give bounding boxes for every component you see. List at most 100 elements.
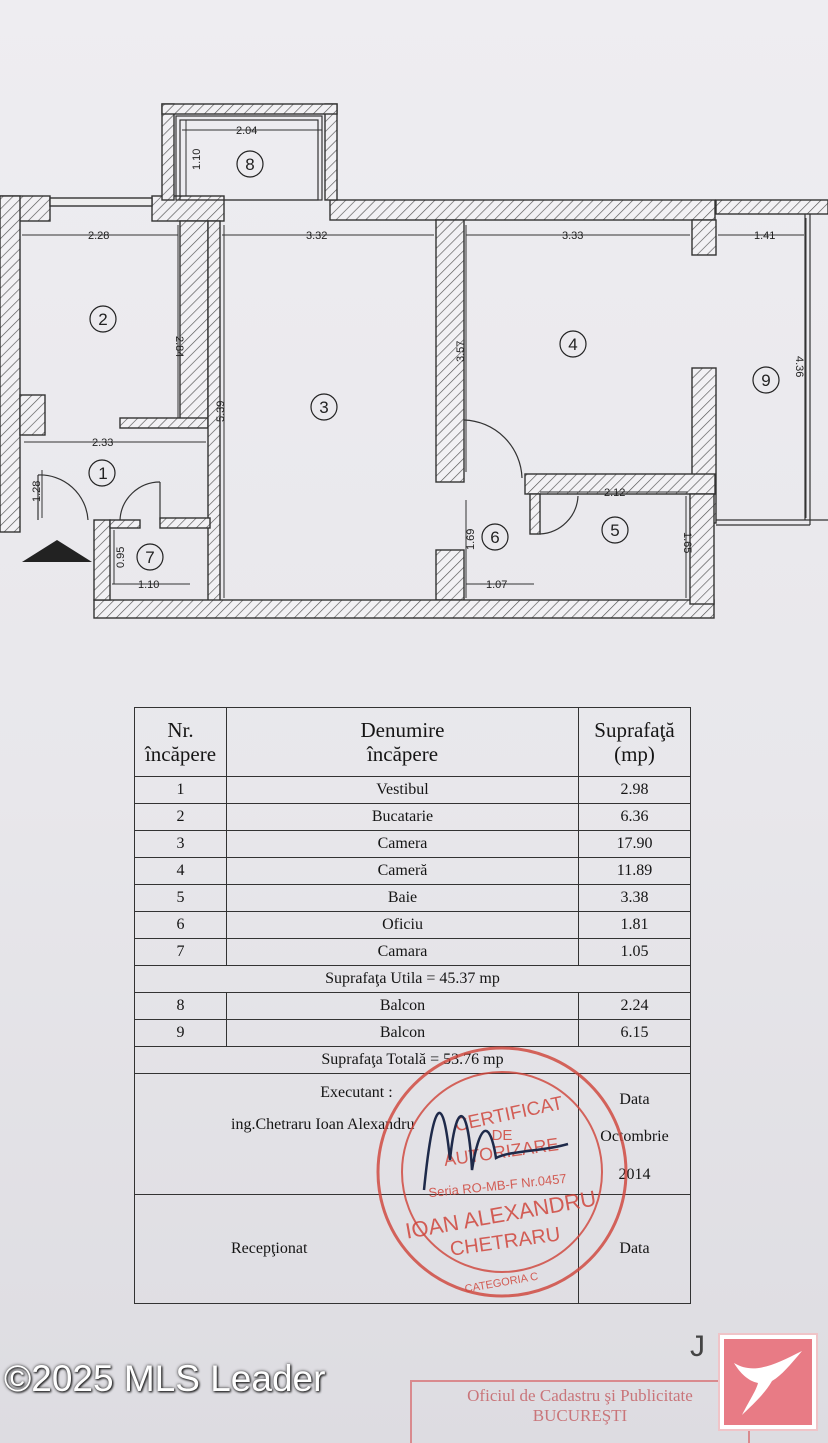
cell-nr: 5 [134, 884, 227, 912]
executant-label: Executant : [320, 1084, 393, 1101]
cell-name: Camara [226, 938, 579, 966]
cell-name: Balcon [226, 1019, 579, 1047]
cell-nr: 9 [134, 1019, 227, 1047]
entrance-arrow [22, 540, 92, 562]
room-number: 1 [98, 464, 107, 483]
cell-area: 1.81 [578, 911, 691, 939]
cell-area: 1.05 [578, 938, 691, 966]
header-name: Denumire încăpere [226, 707, 579, 777]
mls-logo [718, 1333, 818, 1431]
cell-area: 11.89 [578, 857, 691, 885]
executant-name: ing.Chetraru Ioan Alexandru [231, 1116, 415, 1133]
dimension-lines [22, 120, 807, 598]
room-number: 4 [568, 335, 577, 354]
cell-name: Camera [226, 830, 579, 858]
grand-total: Suprafaţa Totală = 53.76 mp [134, 1046, 691, 1074]
doors [37, 419, 579, 535]
certification-stamp: CERTIFICAT DE AUTORIZARE Seria RO-MB-F N… [372, 1040, 632, 1305]
dim-label: 1.07 [486, 579, 507, 591]
stamp-line: CATEGORIA C [464, 1271, 539, 1296]
table-header: Nr. încăpere Denumire încăpere Suprafaţă… [134, 707, 691, 777]
dim-label: 1.41 [754, 230, 775, 242]
dim-label: 2.84 [173, 336, 185, 357]
floor-plan: 2.04 1.10 2.28 3.32 3.33 1.41 2.84 3.57 … [0, 100, 828, 630]
util-total: Suprafaţa Utila = 45.37 mp [134, 965, 691, 993]
office-stamp: Oficiul de Cadastru şi Publicitate BUCUR… [410, 1380, 750, 1443]
floor-plan-drawing: 2.04 1.10 2.28 3.32 3.33 1.41 2.84 3.57 … [0, 103, 828, 619]
room-circles [88, 150, 780, 571]
executant-cell: Executant : ing.Chetraru Ioan Alexandru [134, 1073, 579, 1195]
header-nr: Nr. încăpere [134, 707, 227, 777]
room-number: 6 [490, 528, 499, 547]
cell-area: 6.36 [578, 803, 691, 831]
office-line-1: Oficiul de Cadastru şi Publicitate [467, 1386, 693, 1405]
cell-name: Bucatarie [226, 803, 579, 831]
received-date: Data [578, 1194, 691, 1304]
cell-area: 6.15 [578, 1019, 691, 1047]
office-line-2: BUCUREŞTI [532, 1406, 628, 1425]
received-row: Recepţionat Data [134, 1194, 691, 1304]
bird-logo-icon [724, 1339, 812, 1425]
dim-label: 1.69 [465, 529, 477, 550]
cell-nr: 7 [134, 938, 227, 966]
dim-label: 3.57 [455, 341, 467, 362]
dim-label: 2.12 [604, 487, 625, 499]
dim-label: 1.28 [31, 481, 43, 502]
grand-total-row: Suprafaţa Totală = 53.76 mp [134, 1046, 691, 1074]
balcony-lines [175, 115, 828, 526]
watermark-text: ©2025 MLS Leader [4, 1358, 326, 1399]
cell-nr: 8 [134, 992, 227, 1020]
cell-nr: 3 [134, 830, 227, 858]
room-number: 8 [245, 155, 254, 174]
header-area: Suprafaţă (mp) [578, 707, 691, 777]
cell-area: 3.38 [578, 884, 691, 912]
walls [0, 103, 828, 619]
cell-nr: 4 [134, 857, 227, 885]
dim-label: 5.39 [215, 401, 227, 422]
received-label: Recepţionat [134, 1194, 579, 1304]
handwritten-mark: J [690, 1330, 705, 1363]
dim-label: 1.65 [681, 532, 693, 553]
cell-name: Balcon [226, 992, 579, 1020]
date-label: Data [619, 1091, 650, 1108]
cell-name: Cameră [226, 857, 579, 885]
area-table: Nr. încăpere Denumire încăpere Suprafaţă… [134, 707, 691, 1304]
dim-label: 4.36 [793, 356, 805, 377]
cell-nr: 1 [134, 776, 227, 804]
stamp-graphic: CERTIFICAT DE AUTORIZARE Seria RO-MB-F N… [376, 1046, 628, 1298]
room-number: 9 [761, 371, 770, 390]
cell-name: Oficiu [226, 911, 579, 939]
room-number: 7 [145, 548, 154, 567]
room-number: 2 [98, 310, 107, 329]
signature [422, 1111, 569, 1191]
cell-nr: 2 [134, 803, 227, 831]
room-number: 3 [319, 398, 328, 417]
dim-label: 2.04 [236, 125, 257, 137]
executant-row: Executant : ing.Chetraru Ioan Alexandru … [134, 1073, 691, 1195]
dim-label: 2.28 [88, 230, 109, 242]
cell-name: Vestibul [226, 776, 579, 804]
cell-nr: 6 [134, 911, 227, 939]
dim-label: 0.95 [115, 547, 127, 568]
room-number: 5 [610, 521, 619, 540]
cell-area: 17.90 [578, 830, 691, 858]
stamp-line: DE [492, 1127, 513, 1144]
dim-label: 3.32 [306, 230, 327, 242]
room-numbers: 1 2 3 4 5 6 7 8 9 [98, 155, 770, 567]
dim-label: 3.33 [562, 230, 583, 242]
cell-name: Baie [226, 884, 579, 912]
util-total-row: Suprafaţa Utila = 45.37 mp [134, 965, 691, 993]
cell-area: 2.98 [578, 776, 691, 804]
dim-label: 2.33 [92, 437, 113, 449]
dimension-labels: 2.04 1.10 2.28 3.32 3.33 1.41 2.84 3.57 … [31, 125, 805, 591]
